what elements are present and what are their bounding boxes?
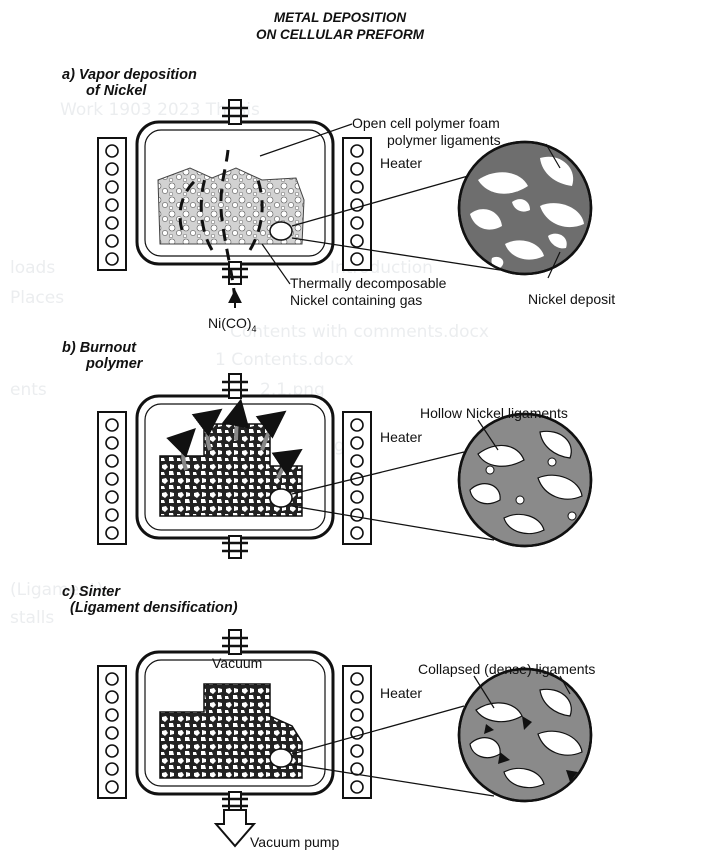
callout-hollow: Hollow Nickel ligaments — [420, 405, 568, 421]
panel-c: c) Sinter (Ligament densification) — [62, 584, 595, 850]
title-line-1: METAL DEPOSITION — [274, 10, 407, 25]
detail-circle-c — [459, 669, 591, 801]
step-c-label-2: (Ligament densification) — [70, 600, 238, 616]
port-top-c — [222, 630, 248, 654]
vacuum-pump-arrow — [216, 810, 254, 846]
heater-left-c — [98, 666, 126, 798]
panel-a: a) Vapor deposition of Nickel — [62, 67, 615, 334]
title-line-2: ON CELLULAR PREFORM — [256, 27, 425, 42]
callout-collapsed: Collapsed (dense) ligaments — [418, 661, 595, 677]
step-a-label-1: a) Vapor deposition — [62, 67, 197, 83]
callout-foam: Open cell polymer foam — [352, 115, 500, 131]
gas-label-2: Nickel containing gas — [290, 292, 422, 308]
vacuum-pump-label: Vacuum pump — [250, 834, 339, 850]
step-b-label-2: polymer — [85, 356, 144, 372]
heater-label-a: Heater — [380, 155, 422, 171]
detail-circle-a — [459, 142, 591, 274]
step-c-label-1: c) Sinter — [62, 584, 121, 600]
deposit-label: Nickel deposit — [528, 291, 615, 307]
vacuum-label: Vacuum — [212, 655, 262, 671]
heater-right-c — [343, 666, 371, 798]
port-top-b — [222, 374, 248, 398]
heater-right-a — [343, 138, 371, 270]
formula-label: Ni(CO)4 — [208, 315, 257, 334]
gas-label-1: Thermally decomposable — [290, 275, 447, 291]
heater-label-c: Heater — [380, 685, 422, 701]
step-b-label-1: b) Burnout — [62, 340, 137, 356]
heater-label-b: Heater — [380, 429, 422, 445]
heater-left-a — [98, 138, 126, 270]
port-top-a — [222, 100, 248, 124]
callout-ligaments: polymer ligaments — [387, 132, 501, 148]
panel-b: b) Burnout polymer — [62, 340, 591, 558]
detail-circle-b — [459, 414, 591, 546]
heater-left-b — [98, 412, 126, 544]
step-a-label-2: of Nickel — [86, 83, 147, 99]
